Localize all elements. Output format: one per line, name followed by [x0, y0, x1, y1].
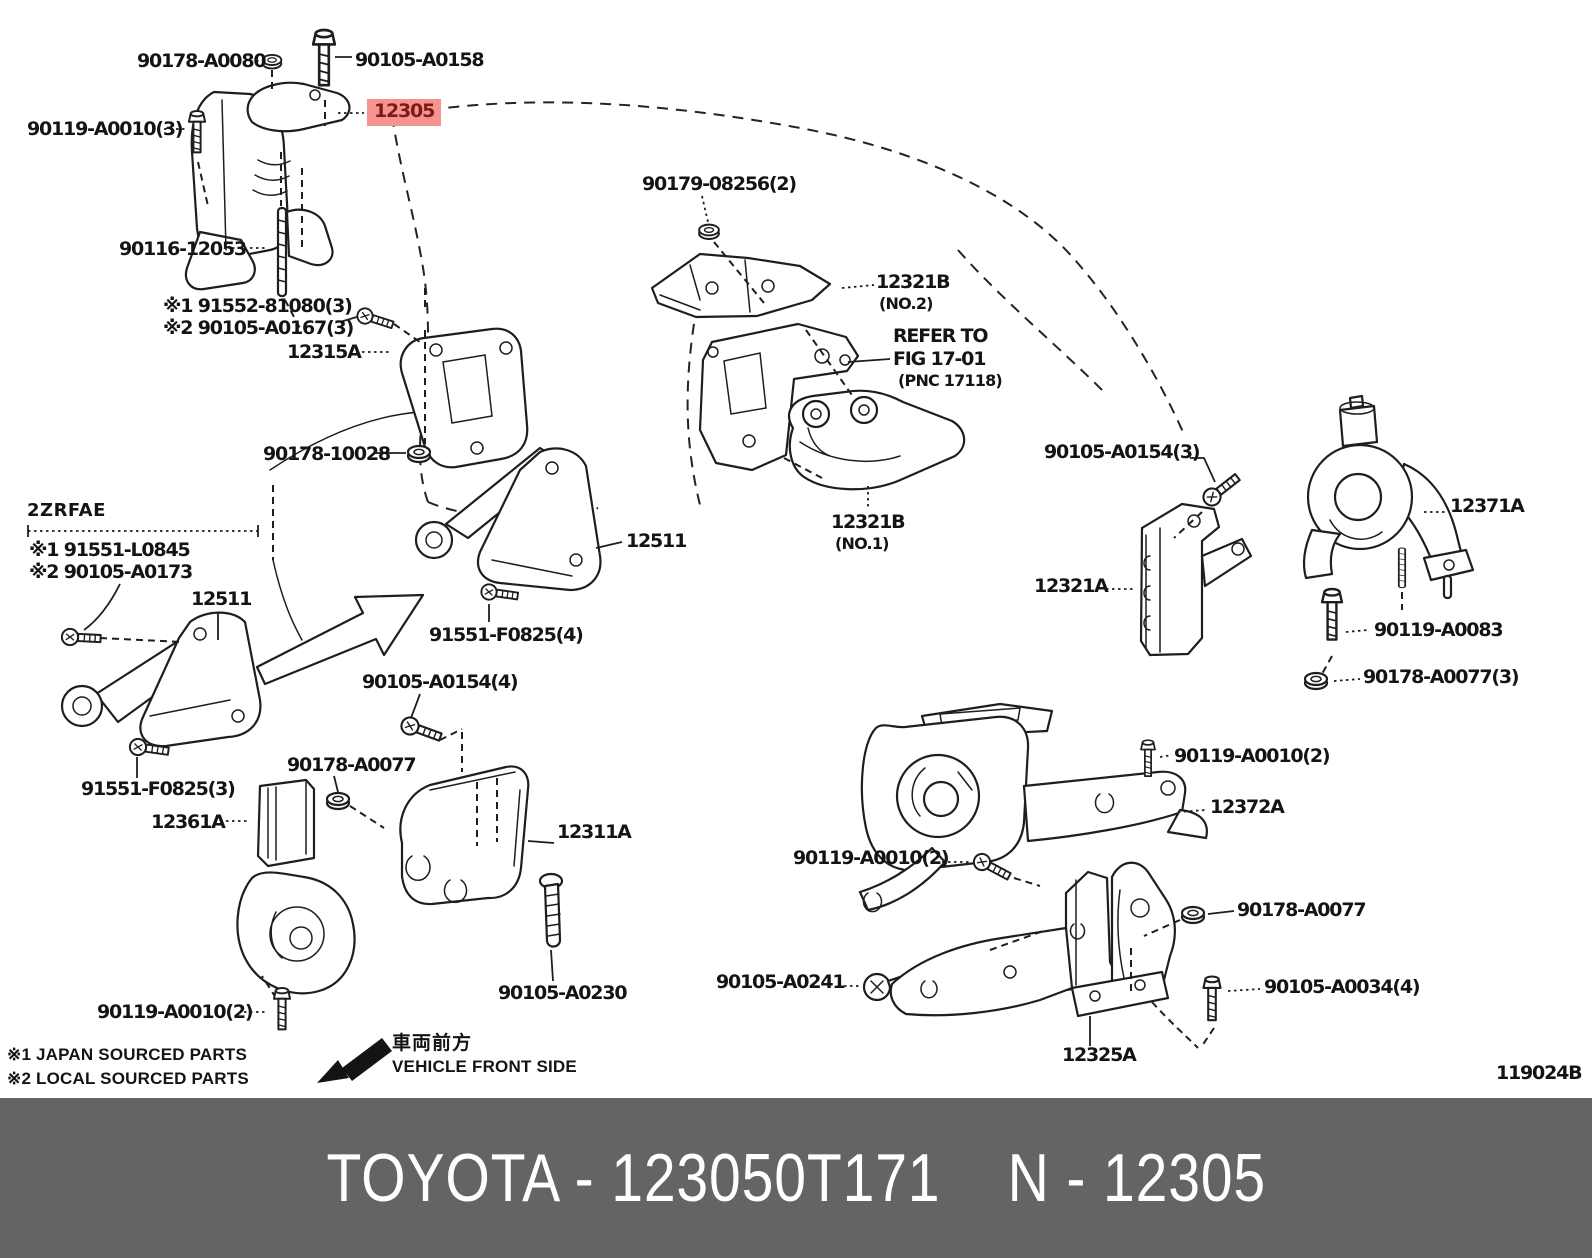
part-label-2zrfae-9: 2ZRFAE — [27, 500, 106, 521]
part-label-no-2-28: (NO.2) — [879, 294, 933, 313]
part-label-90179-08256-2-26: 90179-08256(2) — [642, 173, 797, 195]
part-label-12305-2: 12305 — [367, 99, 442, 126]
part-label-refer-to-29: REFER TO — [893, 325, 989, 347]
part-label-90119-a0010-2-41: 90119-A0010(2) — [793, 847, 950, 869]
footer-part-number: N - 12305 — [1007, 1140, 1266, 1216]
part-label-91551-f0825-4-18: 91551-F0825(4) — [429, 624, 584, 646]
part-label-90178-a0077-3-38: 90178-A0077(3) — [1363, 666, 1520, 688]
part-label-12361a-14: 12361A — [151, 811, 226, 833]
part-label-90178-a0077-42: 90178-A0077 — [1237, 899, 1367, 921]
part-label-90119-a0083-37: 90119-A0083 — [1374, 619, 1504, 641]
assembly-dash-lines — [99, 70, 1403, 1049]
part-label-90105-a0034-4-44: 90105-A0034(4) — [1264, 976, 1421, 998]
part-label-90105-a0154-4-16: 90105-A0154(4) — [362, 671, 519, 693]
part-label-12372a-40: 12372A — [1210, 796, 1285, 818]
part-label-90105-a0154-3-34: 90105-A0154(3) — [1044, 441, 1201, 463]
callout-labels-layer: 90178-A0080 90105-A0158 12305 90119-A0010(3… — [7, 49, 1583, 1088]
part-label-119024b-46: 119024B — [1496, 1062, 1583, 1084]
diagram-line-art — [27, 28, 1475, 1083]
part-label-fig-17-01-30: FIG 17-01 — [893, 348, 986, 370]
part-label-12325a-45: 12325A — [1062, 1044, 1137, 1066]
leader-lines — [27, 56, 1448, 1046]
part-label-90178-10028-8: 90178-10028 — [263, 443, 391, 465]
part-label-12511-19: 12511 — [626, 530, 687, 552]
part-label-90105-a0158-1: 90105-A0158 — [355, 49, 485, 71]
part-drawing-12321b-no2 — [650, 252, 832, 319]
part-label-1-91551-l0845-10: ※1 91551-L0845 — [29, 539, 191, 561]
part-drawing-12311a — [399, 765, 564, 948]
vehicle-front-arrow-icon — [317, 1038, 392, 1083]
part-label-90119-a0010-2-39: 90119-A0010(2) — [1174, 745, 1331, 767]
part-label-90178-a0080-0: 90178-A0080 — [137, 50, 267, 72]
part-label-90105-a0241-43: 90105-A0241 — [716, 971, 846, 993]
part-drawing-12321b-no1 — [788, 389, 966, 491]
part-drawing-12511-center — [414, 446, 602, 592]
part-label-2-local-sourced-parts-23: ※2 LOCAL SOURCED PARTS — [7, 1069, 249, 1088]
part-drawing-12361a — [236, 778, 356, 995]
part-label-12321a-36: 12321A — [1034, 575, 1109, 597]
part-label-1-91552-81080-3-5: ※1 91552-81080(3) — [163, 295, 353, 317]
part-label-no-1-33: (NO.1) — [835, 534, 889, 553]
part-label-12511-12: 12511 — [191, 588, 252, 610]
part-label-2-90105-a0167-3-6: ※2 90105-A0167(3) — [163, 317, 354, 339]
part-label-12321b-27: 12321B — [876, 271, 951, 293]
part-drawing-12305 — [184, 81, 351, 291]
part-label--24: 車両前方 — [392, 1032, 473, 1054]
part-drawing-12315a — [399, 327, 529, 469]
part-label-2-90105-a0173-11: ※2 90105-A0173 — [29, 561, 193, 583]
part-drawing-12372a — [858, 702, 1208, 913]
footer-catalog-code: TOYOTA - 123050T171 — [326, 1140, 941, 1216]
part-label-91551-f0825-3-13: 91551-F0825(3) — [81, 778, 236, 800]
part-label-90119-a0010-3-3: 90119-A0010(3) — [27, 118, 184, 140]
part-label-vehicle-front-side-25: VEHICLE FRONT SIDE — [392, 1057, 577, 1076]
part-label-90105-a0230-20: 90105-A0230 — [498, 982, 628, 1004]
part-label-90119-a0010-2-21: 90119-A0010(2) — [97, 1001, 254, 1023]
footer-banner: TOYOTA - 123050T171 N - 12305 — [0, 1098, 1592, 1258]
part-label-12371a-35: 12371A — [1450, 495, 1525, 517]
part-label-12311a-17: 12311A — [557, 821, 632, 843]
part-drawing-12325a — [889, 861, 1176, 1018]
part-drawing-12321a — [1139, 502, 1253, 657]
part-label-1-japan-sourced-parts-22: ※1 JAPAN SOURCED PARTS — [7, 1045, 247, 1064]
hollow-arrow — [255, 593, 425, 686]
part-label-90116-12053-4: 90116-12053 — [119, 238, 247, 260]
part-label-12321b-32: 12321B — [831, 511, 906, 533]
part-label-12315a-7: 12315A — [287, 341, 362, 363]
part-drawing-12511-left — [60, 611, 262, 748]
part-label-90178-a0077-15: 90178-A0077 — [287, 754, 417, 776]
part-drawing-12371a — [1302, 394, 1475, 600]
part-label-pnc-17118-31: (PNC 17118) — [898, 371, 1003, 390]
